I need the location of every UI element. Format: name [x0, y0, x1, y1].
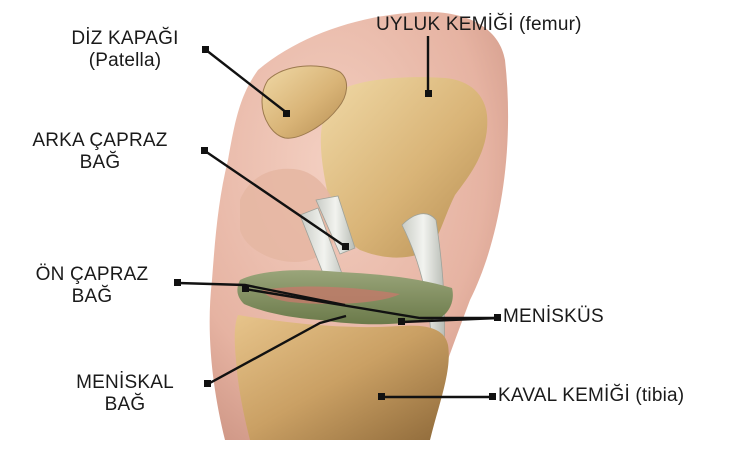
tibia-bone-shape — [235, 315, 449, 440]
femur-label: UYLUK KEMİĞİ (femur) — [376, 14, 582, 36]
meniscal-ligament-label-line1: MENİSKAL — [40, 372, 210, 394]
tibia-label-line1: KAVAL KEMİĞİ (tibia) — [498, 385, 684, 407]
pcl-label: ARKA ÇAPRAZ BAĞ — [0, 130, 200, 174]
patella-label-line2: (Patella) — [50, 50, 200, 72]
meniscal-ligament-label-line2: BAĞ — [40, 394, 210, 416]
acl-label: ÖN ÇAPRAZ BAĞ — [12, 264, 172, 308]
meniscus-label-line1: MENİSKÜS — [503, 306, 604, 328]
tibia-label: KAVAL KEMİĞİ (tibia) — [498, 385, 684, 407]
pcl-label-line2: BAĞ — [0, 152, 200, 174]
acl-label-line2: BAĞ — [12, 286, 172, 308]
pcl-label-line1: ARKA ÇAPRAZ — [0, 130, 200, 152]
meniscus-label: MENİSKÜS — [503, 306, 604, 328]
femur-label-line1: UYLUK KEMİĞİ (femur) — [376, 14, 582, 36]
patella-label: DİZ KAPAĞI (Patella) — [50, 28, 200, 72]
patella-label-line1: DİZ KAPAĞI — [50, 28, 200, 50]
acl-label-line1: ÖN ÇAPRAZ — [12, 264, 172, 286]
meniscal-ligament-label: MENİSKAL BAĞ — [40, 372, 210, 416]
